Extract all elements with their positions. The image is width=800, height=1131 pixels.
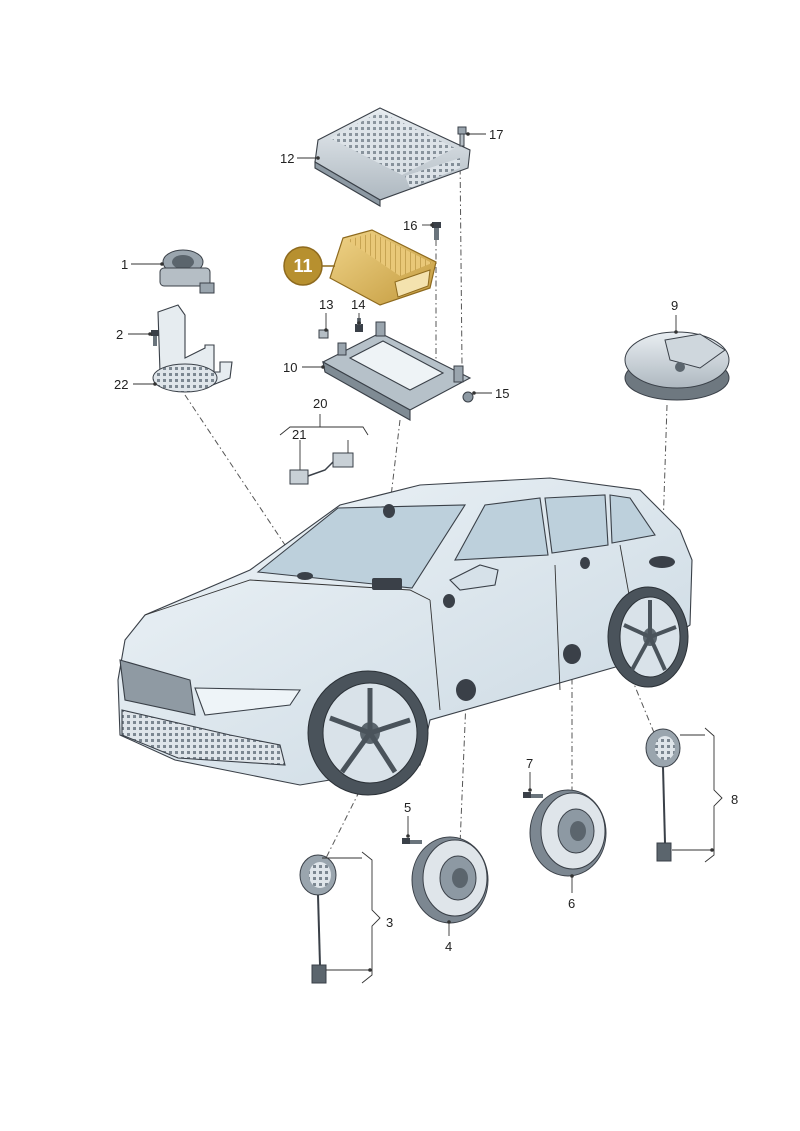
part-12-cover: [314, 107, 471, 207]
part-20-bracket-lines: [279, 414, 369, 436]
callout-9: 9: [671, 298, 678, 313]
part-13-clip: [318, 329, 329, 339]
callout-15: 15: [495, 386, 509, 401]
callout-8: 8: [731, 792, 738, 807]
callouts: 12 17 16 1 2 22 13 14 10 15 9 20 21: [114, 127, 738, 984]
callout-14: 14: [351, 297, 365, 312]
callout-20: 20: [313, 396, 327, 411]
part-16-screw: [432, 222, 441, 240]
part-15-nut: [462, 391, 474, 403]
callout-13: 13: [319, 297, 333, 312]
callout-2: 2: [116, 327, 123, 342]
callout-4: 4: [445, 939, 452, 954]
part-2-screw: [151, 330, 159, 346]
part-21-connector: [289, 440, 354, 485]
part-17-screw: [457, 126, 467, 147]
part-10-bracket: [321, 321, 472, 421]
callout-17: 17: [489, 127, 503, 142]
vehicle-illustration: [117, 477, 693, 796]
callout-1: 1: [121, 257, 128, 272]
part-6-woofer: [529, 789, 607, 877]
callout-10: 10: [283, 360, 297, 375]
callout-22: 22: [114, 377, 128, 392]
callout-7: 7: [526, 756, 533, 771]
part-8-speaker-with-cable: [645, 728, 681, 862]
callout-16: 16: [403, 218, 417, 233]
callout-21: 21: [292, 427, 306, 442]
callout-6: 6: [568, 896, 575, 911]
part-11-amplifier: [329, 229, 437, 306]
part-9-subwoofer: [624, 331, 730, 401]
part-5-screw: [402, 838, 422, 844]
callout-5: 5: [404, 800, 411, 815]
callout-3: 3: [386, 915, 393, 930]
callout-12: 12: [280, 151, 294, 166]
part-11-badge-label: 11: [293, 256, 312, 276]
part-1-tweeter: [159, 249, 215, 294]
part-3-speaker-with-cable: [299, 854, 337, 984]
part-22-holder: [152, 304, 233, 393]
part-7-screw: [523, 792, 543, 798]
part-11-badge: 11: [283, 246, 335, 286]
part-4-woofer: [411, 836, 489, 924]
